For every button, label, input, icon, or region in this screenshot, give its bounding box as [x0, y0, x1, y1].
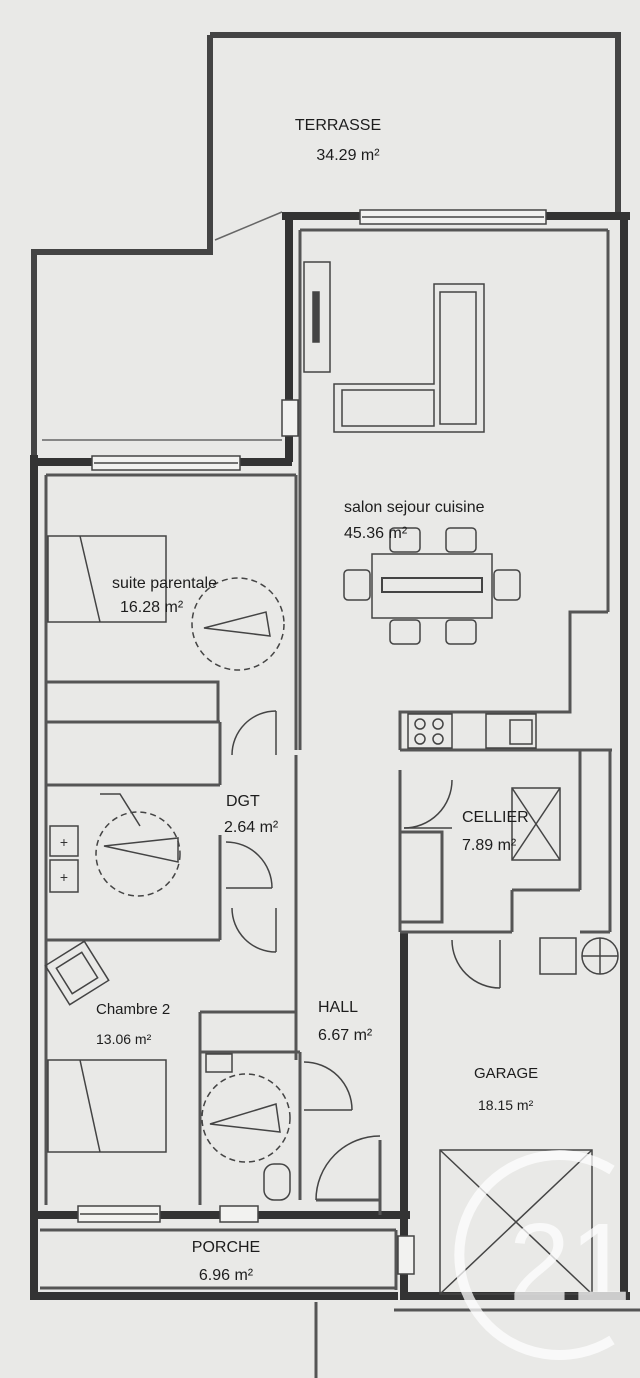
chambre2-area: 13.06 m² [96, 1031, 152, 1047]
hall-area: 6.67 m² [318, 1027, 373, 1044]
dgt-label: DGT [226, 793, 260, 810]
washbasin-2 [49, 859, 79, 893]
porche-area: 6.96 m² [199, 1267, 254, 1284]
salon-area: 45.36 m² [344, 525, 408, 542]
svg-text:+: + [60, 869, 68, 885]
watermark-logo: 21 [454, 1150, 631, 1360]
furniture: + + [44, 261, 619, 1295]
kitchen-sink [485, 713, 537, 749]
terrace-outline [31, 32, 621, 455]
interior-partitions [40, 228, 640, 1378]
turning-circle-bath [95, 811, 181, 897]
cooktop [407, 713, 453, 749]
garage-door [439, 1149, 593, 1295]
dgt-area: 2.64 m² [224, 819, 279, 836]
terrasse-area: 34.29 m² [316, 147, 380, 164]
cellier-label: CELLIER [462, 809, 529, 826]
garage-label: GARAGE [474, 1065, 538, 1082]
hall-label: HALL [318, 999, 358, 1016]
toilet [263, 1163, 291, 1201]
bed-suite [47, 535, 167, 623]
structural-walls [30, 212, 630, 1300]
terrace-diagonal-line [214, 211, 283, 241]
cellier-appliance [511, 787, 561, 861]
windows [77, 209, 547, 1275]
sofa [333, 283, 485, 433]
doors [225, 710, 501, 1201]
tv-unit [303, 261, 331, 373]
cellier-area: 7.89 m² [462, 837, 517, 854]
suite-label: suite parentale [112, 575, 217, 592]
salon-label: salon sejour cuisine [344, 499, 485, 516]
turning-circle-suite [191, 577, 285, 671]
svg-text:+: + [60, 834, 68, 850]
bed-chambre-2 [47, 1059, 167, 1153]
turning-circle-wc [201, 1073, 291, 1163]
porche-label: PORCHE [192, 1239, 260, 1256]
watermark-text: 21 [509, 1201, 631, 1324]
room-labels: TERRASSE 34.29 m² salon sejour cuisine 4… [96, 117, 538, 1284]
dining-table [343, 527, 521, 645]
armchair [44, 940, 110, 1006]
terrasse-label: TERRASSE [295, 117, 381, 134]
wc-washbasin [205, 1053, 233, 1073]
chambre2-label: Chambre 2 [96, 1001, 170, 1018]
washing-machine [539, 937, 577, 975]
garage-area: 18.15 m² [478, 1097, 534, 1113]
washbasin-1 [49, 825, 79, 857]
suite-area: 16.28 m² [120, 599, 184, 616]
